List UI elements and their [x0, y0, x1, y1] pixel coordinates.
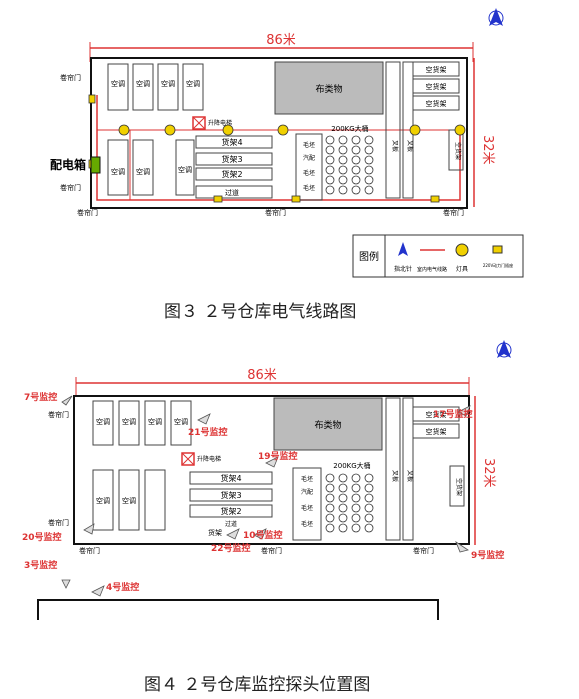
- rolling-door-label: 卷帘门: [48, 518, 69, 527]
- shelf4-label: 货架4: [220, 473, 241, 483]
- empty-shelf-label: 空货架: [426, 99, 447, 108]
- ac-label: 空调: [122, 417, 136, 426]
- rolling-door-label: 卷帘门: [48, 410, 69, 419]
- shelf3-label: 货架3: [220, 490, 241, 500]
- grey-label: 毛坯: [301, 475, 313, 483]
- legend-title: 图例: [359, 250, 379, 263]
- wiring-loop: [96, 95, 461, 201]
- legend-north-label: 指北针: [394, 265, 412, 273]
- adjacent-building-outline: [37, 599, 439, 620]
- cotton-label: 布类物: [315, 83, 342, 95]
- shelf3-label: 货架3: [221, 154, 242, 164]
- ac-label: 空调: [186, 79, 200, 88]
- elevator-label: 升降电梯: [208, 119, 232, 127]
- figure-1-caption: 图３ ２号仓库电气线路图: [164, 302, 357, 322]
- camera-3-label: 3号监控: [24, 559, 57, 571]
- camera-icons: [61, 395, 471, 597]
- rolling-door-label: 卷帘门: [261, 546, 282, 555]
- legend-lamp-label: 灯具: [456, 265, 468, 273]
- grey-label: 毛坯: [301, 504, 313, 512]
- rolling-door-label: 卷帘门: [79, 546, 100, 555]
- grey-label: 毛坯: [303, 141, 315, 149]
- shelf2-label: 货架2: [220, 506, 241, 516]
- camera-10-label: 10号监控: [243, 529, 283, 541]
- rolling-door-label: 卷帘门: [60, 73, 81, 82]
- ac-label: 空调: [174, 417, 188, 426]
- width-label: 86米: [247, 368, 277, 383]
- rolling-door-label: 卷帘门: [265, 208, 286, 217]
- bucket-label: 200KG大桶: [331, 124, 368, 133]
- bucket-array: [325, 473, 374, 533]
- grey-label: 毛坯: [301, 520, 313, 528]
- rolling-door-label: 卷帘门: [443, 208, 464, 217]
- legend-north-icon: [398, 242, 408, 256]
- mix-label: 汽配: [301, 488, 313, 496]
- camera-21-label: 21号监控: [188, 426, 228, 438]
- ac-label: 空调: [111, 167, 125, 176]
- camera-7-label: 7号监控: [24, 391, 57, 403]
- camera-17-label: 17号监控: [433, 408, 473, 420]
- passage-label: 过道: [225, 520, 237, 528]
- empty-shelf-vertical-label: 空货架: [454, 142, 462, 160]
- ac-label: 空调: [136, 167, 150, 176]
- ac-label: 空调: [148, 417, 162, 426]
- camera-22-label: 22号监控: [211, 542, 251, 554]
- cotton-label: 布类物: [314, 419, 341, 431]
- mix-label: 汽配: [303, 154, 315, 162]
- distribution-box-label: 配电箱: [50, 157, 86, 172]
- figure-2-caption: 图４ ２号仓库监控探头位置图: [144, 675, 371, 695]
- legend-socket-icon: [492, 245, 503, 254]
- ac-label: 空调: [96, 496, 110, 505]
- height-label: 32米: [481, 458, 496, 488]
- bucket-label: 200KG大桶: [333, 461, 370, 470]
- legend-wiring-label: 室内电气线路: [417, 266, 447, 273]
- camera-4-label: 4号监控: [106, 581, 139, 593]
- pallet-label: 叉板: [406, 140, 414, 152]
- legend-lamp-icon: [455, 243, 469, 257]
- camera-9-label: 9号监控: [471, 549, 504, 561]
- shelf2-label: 货架2: [221, 169, 242, 179]
- figure-1-electrical-plan: 86米 32米 空调 空调 空调 空调 空调 空调 空调 升降电梯 货: [50, 8, 524, 278]
- ac-label: 空调: [136, 79, 150, 88]
- empty-shelf-label: 空货架: [426, 427, 447, 436]
- shelf4-label: 货架4: [221, 137, 242, 147]
- rolling-door-label: 卷帘门: [77, 208, 98, 217]
- width-label: 86米: [266, 33, 296, 48]
- empty-shelf-label: 空货架: [426, 410, 447, 419]
- empty-shelf-label: 空货架: [426, 65, 447, 74]
- cotton-area: [273, 397, 383, 451]
- ac-label: 空调: [96, 417, 110, 426]
- rolling-door-label: 卷帘门: [60, 183, 81, 192]
- height-label: 32米: [480, 135, 495, 165]
- camera-20-label: 20号监控: [22, 531, 62, 543]
- grey-label: 毛坯: [303, 184, 315, 192]
- north-arrow-icon: [496, 340, 512, 358]
- rolling-door-label: 卷帘门: [413, 546, 434, 555]
- ac-label: 空调: [111, 79, 125, 88]
- ac-label: 空调: [178, 165, 192, 174]
- pallet-label: 叉板: [391, 140, 399, 152]
- passage-label: 过道: [225, 188, 239, 197]
- elevator-label: 升降电梯: [197, 455, 221, 463]
- bucket-array: [325, 135, 374, 195]
- ac-label: 空调: [161, 79, 175, 88]
- pallet-label: 叉板: [391, 470, 399, 482]
- distribution-box-icon: [90, 156, 101, 174]
- pallet-label: 叉板: [406, 470, 414, 482]
- shelf-label: 货架: [208, 528, 222, 537]
- empty-shelf-vertical-label: 空货架: [455, 478, 463, 496]
- cotton-area: [274, 61, 384, 115]
- legend: 图例 指北针 室内电气线路 灯具 220V动力门插座: [352, 234, 524, 278]
- grey-label: 毛坯: [303, 169, 315, 177]
- ac-label: 空调: [122, 496, 136, 505]
- empty-shelf-label: 空货架: [426, 82, 447, 91]
- legend-socket-label: 220V动力门插座: [483, 262, 513, 268]
- north-arrow-icon: [488, 8, 504, 26]
- camera-19-label: 19号监控: [258, 450, 298, 462]
- lamp-icons: [118, 124, 466, 136]
- figure-2-camera-plan: 86米 32米 空调 空调 空调 空调 空调 空调 升降电梯 货架4 货架3 货…: [22, 340, 512, 620]
